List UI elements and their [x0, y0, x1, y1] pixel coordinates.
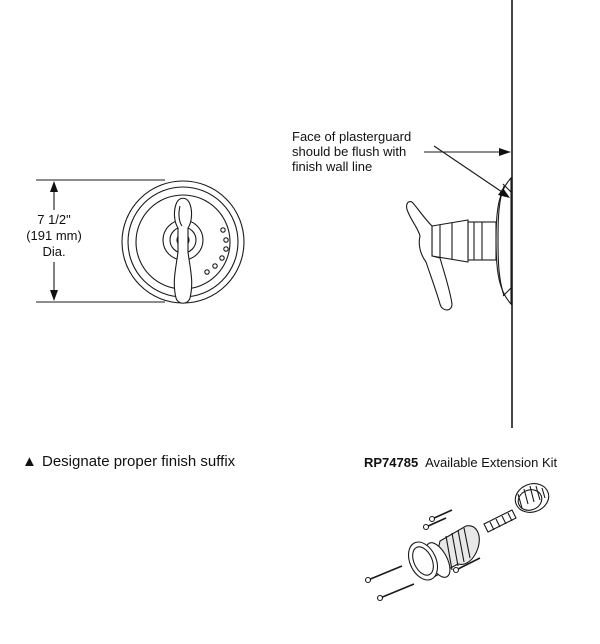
kit-stem-extension	[483, 509, 517, 533]
finish-note: ▲ Designate proper finish suffix	[22, 453, 236, 470]
kit-screws	[364, 509, 481, 602]
dimension-label-2: (191 mm)	[26, 228, 82, 243]
plasterguard-lip	[502, 183, 512, 297]
callout-line-1: Face of plasterguard	[292, 129, 411, 144]
extension-kit-drawing	[364, 483, 550, 602]
dimension-arrow-up	[50, 181, 58, 192]
callout-arrow-diagonal	[498, 188, 510, 198]
front-view-trim	[121, 180, 245, 304]
callout-leader-diagonal	[433, 145, 506, 195]
lever-handle	[173, 197, 193, 304]
lever-handle-highlight	[178, 205, 183, 227]
dimension-arrow-down	[50, 290, 58, 301]
triangle-icon: ▲	[22, 453, 37, 470]
temperature-indicator-dots	[204, 227, 229, 275]
dimension-label-3: Dia.	[42, 244, 65, 259]
kit-label: Available Extension Kit	[425, 455, 557, 470]
kit-sleeve-ring	[407, 541, 439, 581]
callout-arrow-horizontal	[499, 148, 511, 156]
lever-side-profile	[406, 201, 453, 311]
extension-kit-heading: RP74785 Available Extension Kit	[364, 455, 558, 470]
side-view	[406, 0, 513, 428]
escutcheon-profile-edge	[497, 185, 505, 297]
handle-base	[431, 219, 469, 263]
dimension-label-1: 7 1/2"	[37, 212, 71, 227]
callout-line-3: finish wall line	[292, 159, 372, 174]
diameter-dimension: 7 1/2" (191 mm) Dia.	[26, 179, 165, 303]
plasterguard-callout: Face of plasterguard should be flush wit…	[292, 129, 511, 198]
callout-line-2: should be flush with	[292, 144, 406, 159]
finish-note-text: Designate proper finish suffix	[42, 453, 236, 470]
svg-text:RP74785 Available Extens: RP74785 Available Extension Kit	[364, 455, 558, 470]
kit-part-number: RP74785	[364, 455, 418, 470]
